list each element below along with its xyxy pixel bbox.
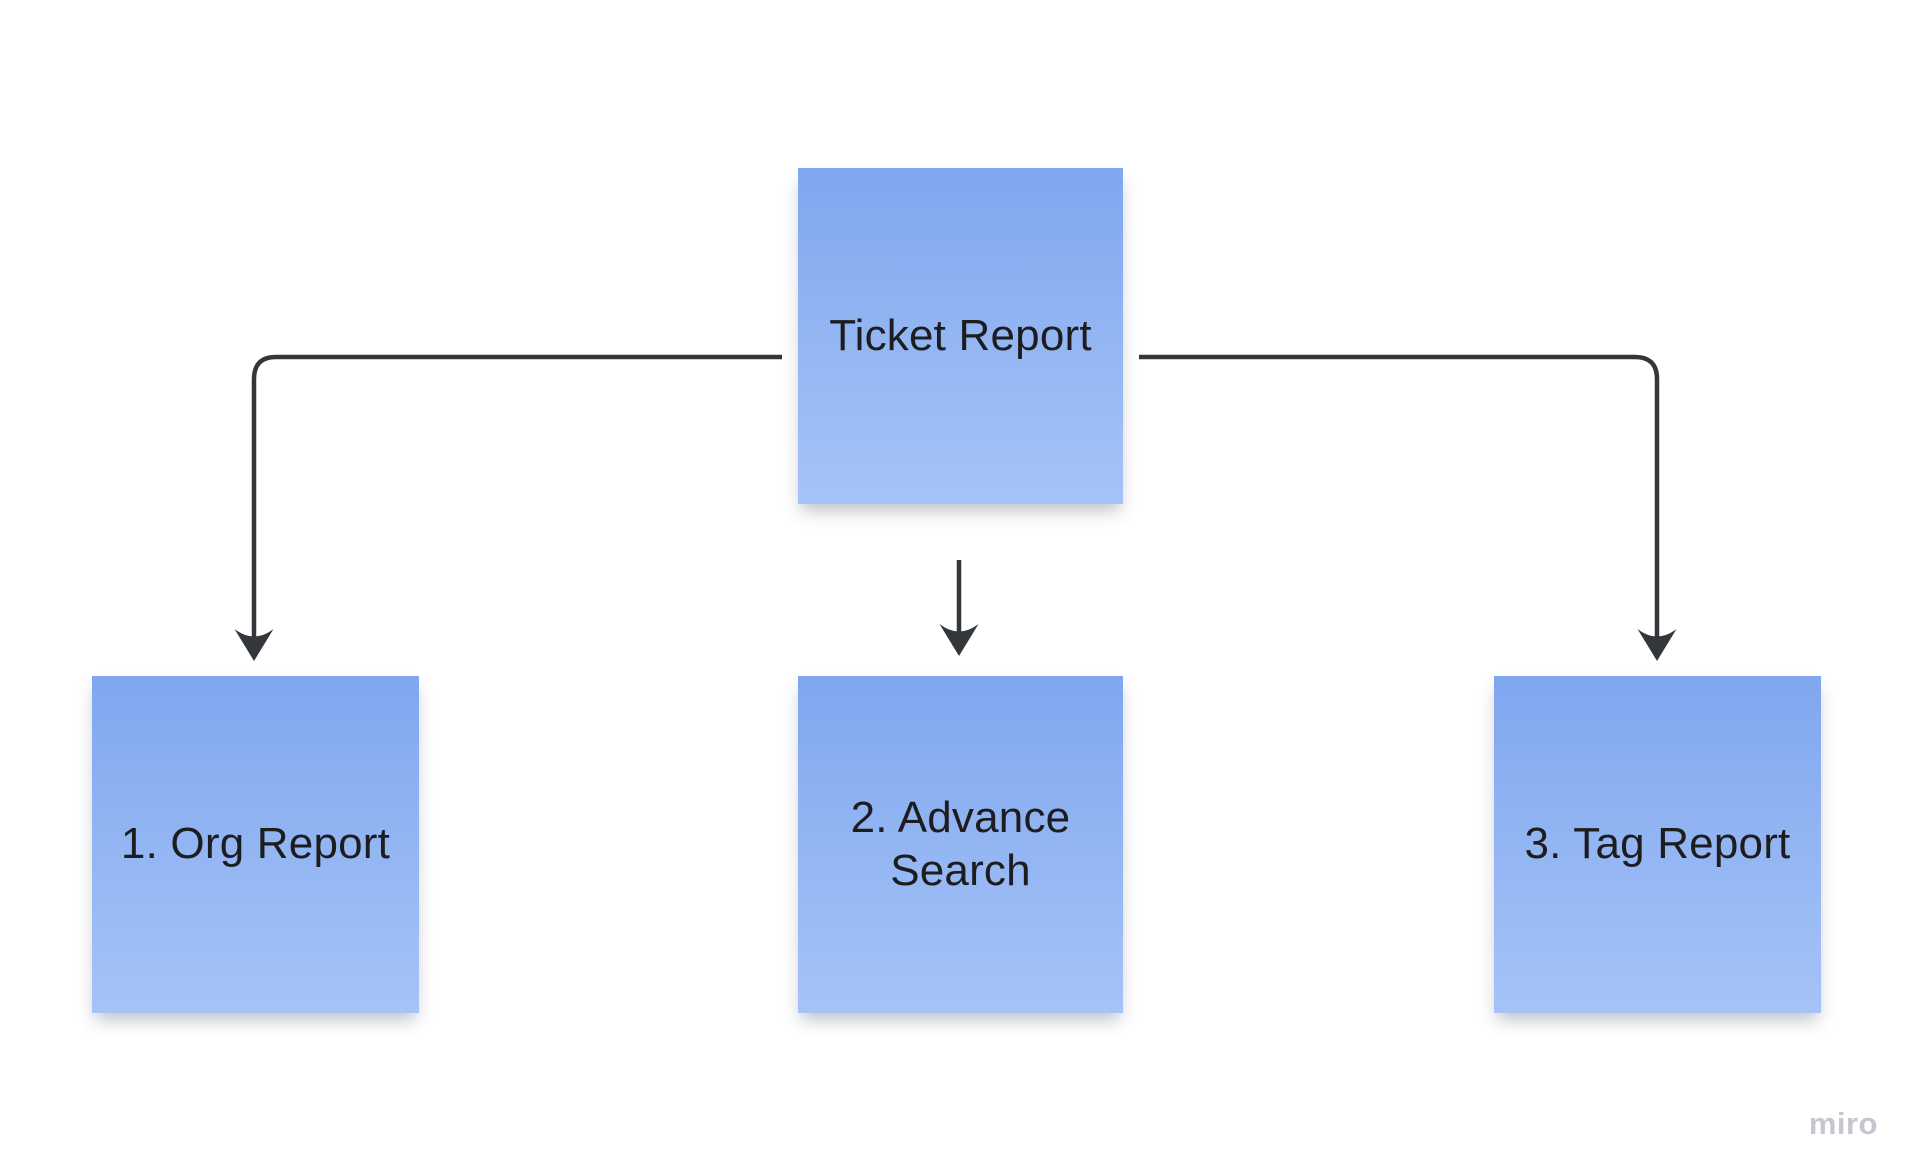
sticky-note-label: 2. Advance Search	[850, 792, 1071, 895]
connector-root-to-tag-report[interactable]	[1139, 354, 1677, 661]
sticky-note-label: Ticket Report	[829, 310, 1092, 360]
sticky-note-tag-report[interactable]: 3. Tag Report	[1494, 676, 1821, 1013]
sticky-note-ticket-report[interactable]: Ticket Report	[798, 168, 1123, 504]
sticky-note-label: 1. Org Report	[120, 819, 391, 869]
sticky-note-org-report[interactable]: 1. Org Report	[92, 676, 419, 1013]
arrowhead-down-icon	[939, 624, 979, 656]
miro-logo-watermark: miro	[1808, 1106, 1878, 1141]
sticky-note-label: 3. Tag Report	[1524, 819, 1791, 869]
arrowhead-down-icon	[1637, 629, 1677, 661]
arrowhead-down-icon	[234, 629, 274, 661]
connector-line[interactable]	[251, 354, 782, 638]
sticky-note-advance-search[interactable]: 2. Advance Search	[798, 676, 1123, 1013]
connector-root-to-advance-search[interactable]	[939, 560, 979, 656]
connector-root-to-org-report[interactable]	[234, 354, 783, 661]
connector-line[interactable]	[1139, 354, 1660, 638]
